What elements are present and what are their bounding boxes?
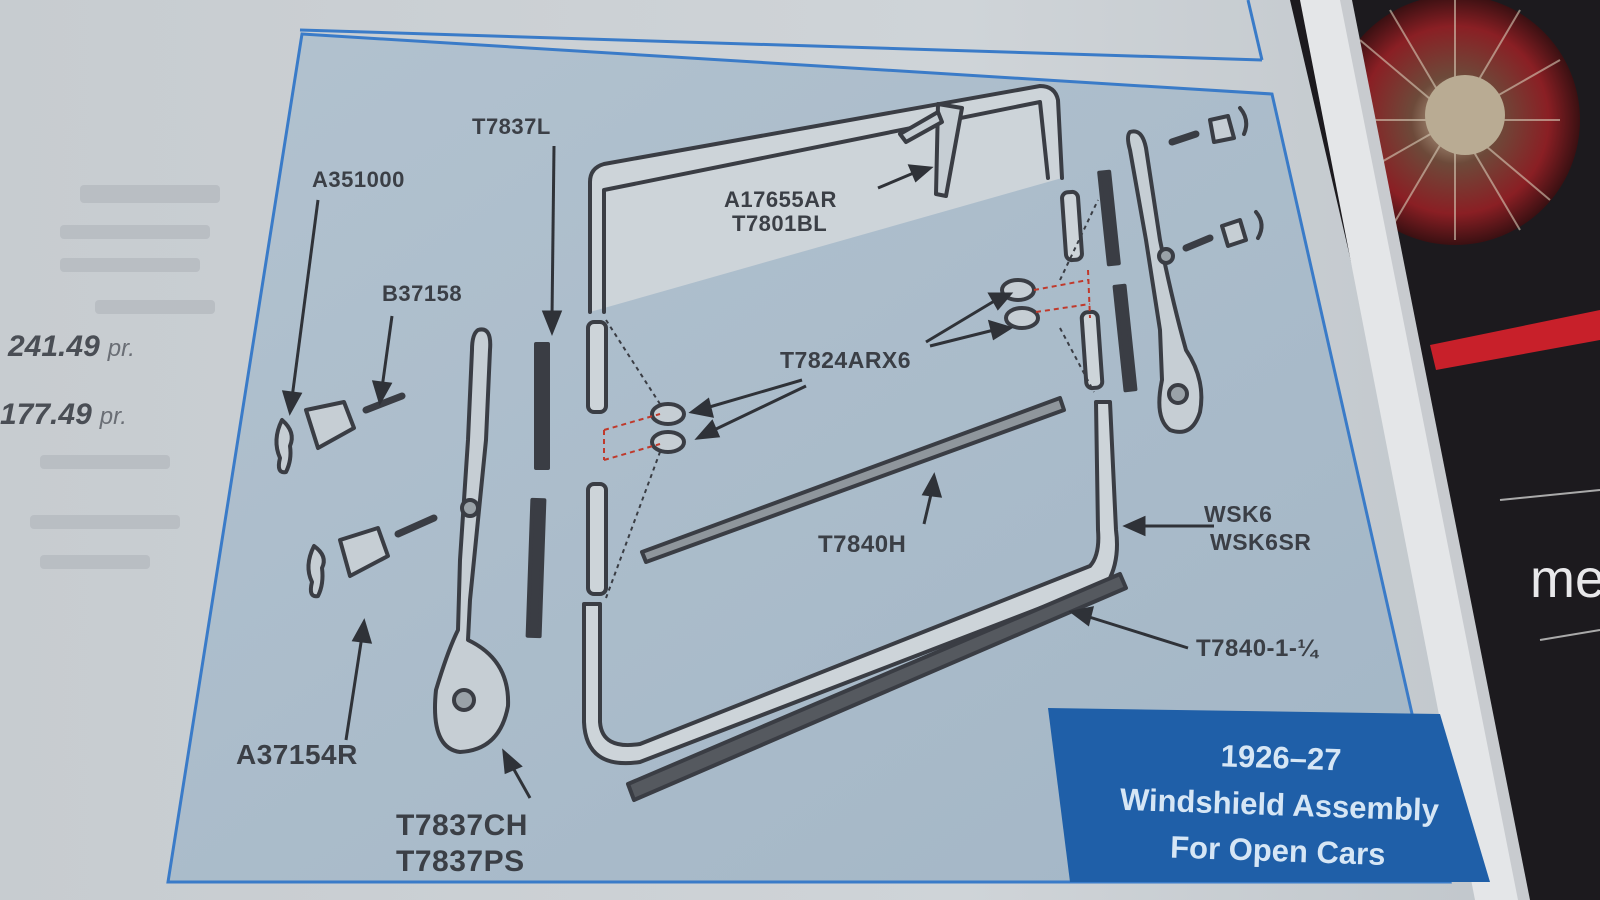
label-t7801bl: T7801BL <box>732 211 828 236</box>
price-2: 177.49 pr. <box>0 398 127 432</box>
label-a37154r: A37154R <box>236 739 358 770</box>
price-2-unit: pr. <box>99 403 127 430</box>
label-wsk6: WSK6 <box>1204 501 1273 527</box>
top-panel-border <box>299 28 1263 62</box>
caption: 1926–27 Windshield Assembly For Open Car… <box>1067 728 1492 893</box>
frame-left-mid <box>586 320 608 414</box>
left-column-text <box>30 185 220 569</box>
frame-right-upper <box>1060 189 1084 263</box>
label-a351000: A351000 <box>312 167 405 192</box>
label-t7837ch: T7837CH <box>396 809 528 842</box>
hinge-set-mid-right <box>1182 210 1264 252</box>
stanchion-right <box>1126 129 1204 434</box>
strip-t7840-1-quarter <box>626 572 1128 802</box>
stanchion-left <box>433 327 511 754</box>
strip-t7840h <box>640 396 1066 564</box>
price-2-value: 177.49 <box>0 398 92 431</box>
label-a17655ar: A17655AR <box>724 187 837 212</box>
label-t7837l: T7837L <box>472 114 551 139</box>
hinge-set-upper-right <box>1168 106 1249 146</box>
rubber-strip-t7837l-upper <box>534 342 550 470</box>
hinge-set-lower-left <box>306 514 438 599</box>
frame-bottom <box>582 400 1119 766</box>
frame-left-low <box>586 482 608 596</box>
label-t7837ps: T7837PS <box>396 845 525 878</box>
price-1-value: 241.49 <box>8 330 100 363</box>
caption-box <box>1048 708 1490 882</box>
label-t7840h: T7840H <box>818 531 907 558</box>
rubber-strip-right-lower <box>1112 283 1138 393</box>
clips-left <box>650 402 686 454</box>
leader-arrows <box>281 145 1214 799</box>
bracket-a17655ar <box>898 102 964 198</box>
label-t7824arx6: T7824ARX6 <box>780 347 912 373</box>
adjacent-book-edge <box>1290 0 1600 900</box>
rubber-strip-right-upper <box>1097 169 1121 267</box>
guide-lines <box>605 199 1099 599</box>
hinge-set-upper-left <box>274 392 406 475</box>
rubber-strip-t7837l-lower <box>525 497 547 639</box>
alignment-lines <box>603 269 1091 461</box>
price-1: 241.49 pr. <box>8 330 135 364</box>
label-wsk6sr: WSK6SR <box>1210 529 1312 555</box>
adjacent-page-text: me <box>1530 549 1600 609</box>
label-t7840-1-quarter: T7840-1-¼ <box>1196 635 1318 662</box>
frame-right-mid <box>1079 309 1105 391</box>
label-b37158: B37158 <box>382 281 463 306</box>
price-1-unit: pr. <box>107 335 135 362</box>
